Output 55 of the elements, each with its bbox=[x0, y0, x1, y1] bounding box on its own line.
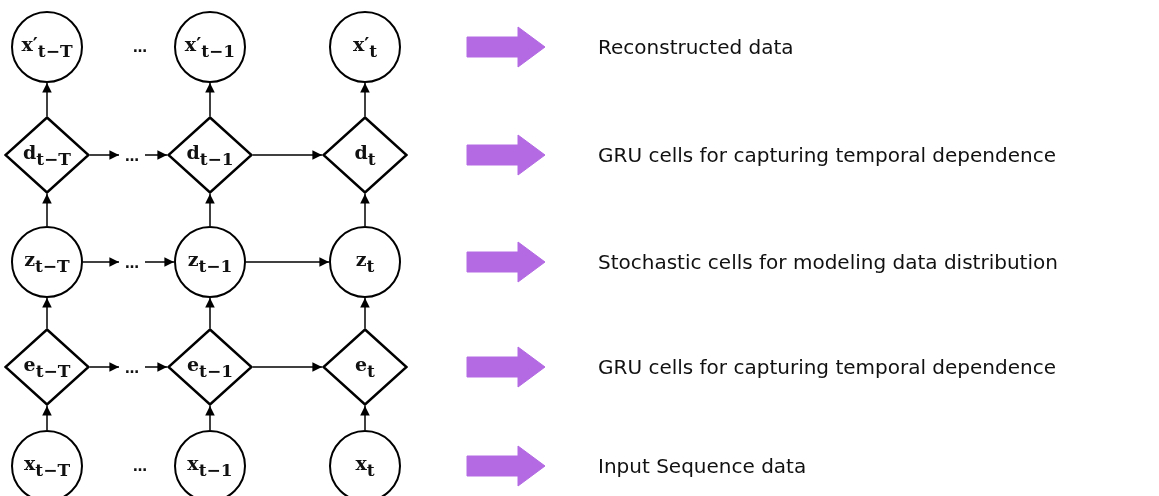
description-text: Reconstructed data bbox=[598, 35, 794, 59]
circle-node bbox=[174, 430, 246, 496]
arrow bbox=[360, 297, 370, 329]
ellipsis-text: … bbox=[125, 149, 139, 163]
variable-label: x′$_{t}$ bbox=[352, 33, 378, 61]
arrow bbox=[205, 82, 215, 117]
circle-node bbox=[329, 430, 401, 496]
variable-label: e$_{t−1}$ bbox=[187, 353, 233, 381]
arrow bbox=[144, 362, 168, 372]
diamond-node bbox=[322, 328, 408, 406]
variable-label: x′$_{t−T}$ bbox=[21, 33, 73, 61]
arrow bbox=[360, 405, 370, 431]
diamond-node bbox=[322, 116, 408, 194]
diamond-node bbox=[4, 116, 90, 194]
diamond-node bbox=[167, 116, 253, 194]
arrow bbox=[360, 193, 370, 227]
ellipsis-text: … bbox=[133, 39, 147, 55]
description-text: GRU cells for capturing temporal dependence bbox=[598, 143, 1057, 167]
arrow bbox=[245, 257, 330, 267]
variable-label: z$_{t−T}$ bbox=[24, 248, 70, 276]
variable-label: x$_{t}$ bbox=[355, 452, 375, 480]
arrow bbox=[42, 82, 52, 117]
variable-label: d$_{t−1}$ bbox=[186, 141, 234, 169]
arrow bbox=[144, 150, 168, 160]
circle-node bbox=[11, 430, 83, 496]
variable-label: x′$_{t−1}$ bbox=[184, 33, 236, 61]
variable-label: x$_{t−1}$ bbox=[187, 452, 233, 480]
variable-label: d$_{t}$ bbox=[354, 141, 376, 169]
variable-label: x$_{t−T}$ bbox=[23, 452, 71, 480]
variable-label: e$_{t−T}$ bbox=[23, 353, 71, 381]
description-text: GRU cells for capturing temporal dependence bbox=[598, 355, 1057, 379]
arrow bbox=[82, 257, 120, 267]
arrow bbox=[42, 193, 52, 227]
diamond-node bbox=[167, 328, 253, 406]
description-text: Stochastic cells for modeling data distribution bbox=[598, 250, 1058, 274]
variable-label: z$_{t−1}$ bbox=[187, 248, 233, 276]
arrow bbox=[89, 362, 120, 372]
variable-label: d$_{t−T}$ bbox=[22, 141, 71, 169]
arrow bbox=[252, 150, 323, 160]
diamond-node bbox=[4, 328, 90, 406]
ellipsis-text: … bbox=[133, 458, 147, 474]
variable-label: e$_{t}$ bbox=[355, 353, 375, 381]
arrow bbox=[42, 405, 52, 431]
ellipsis-text: … bbox=[125, 361, 139, 375]
arrow bbox=[144, 257, 175, 267]
arrow bbox=[360, 82, 370, 117]
arrow bbox=[42, 297, 52, 329]
arrow bbox=[205, 193, 215, 227]
variable-label: z$_{t}$ bbox=[355, 248, 375, 276]
arrow bbox=[252, 362, 323, 372]
ellipsis-text: … bbox=[125, 256, 139, 270]
arrow bbox=[205, 297, 215, 329]
arrow bbox=[205, 405, 215, 431]
arrow bbox=[89, 150, 120, 160]
description-text: Input Sequence data bbox=[598, 454, 807, 478]
